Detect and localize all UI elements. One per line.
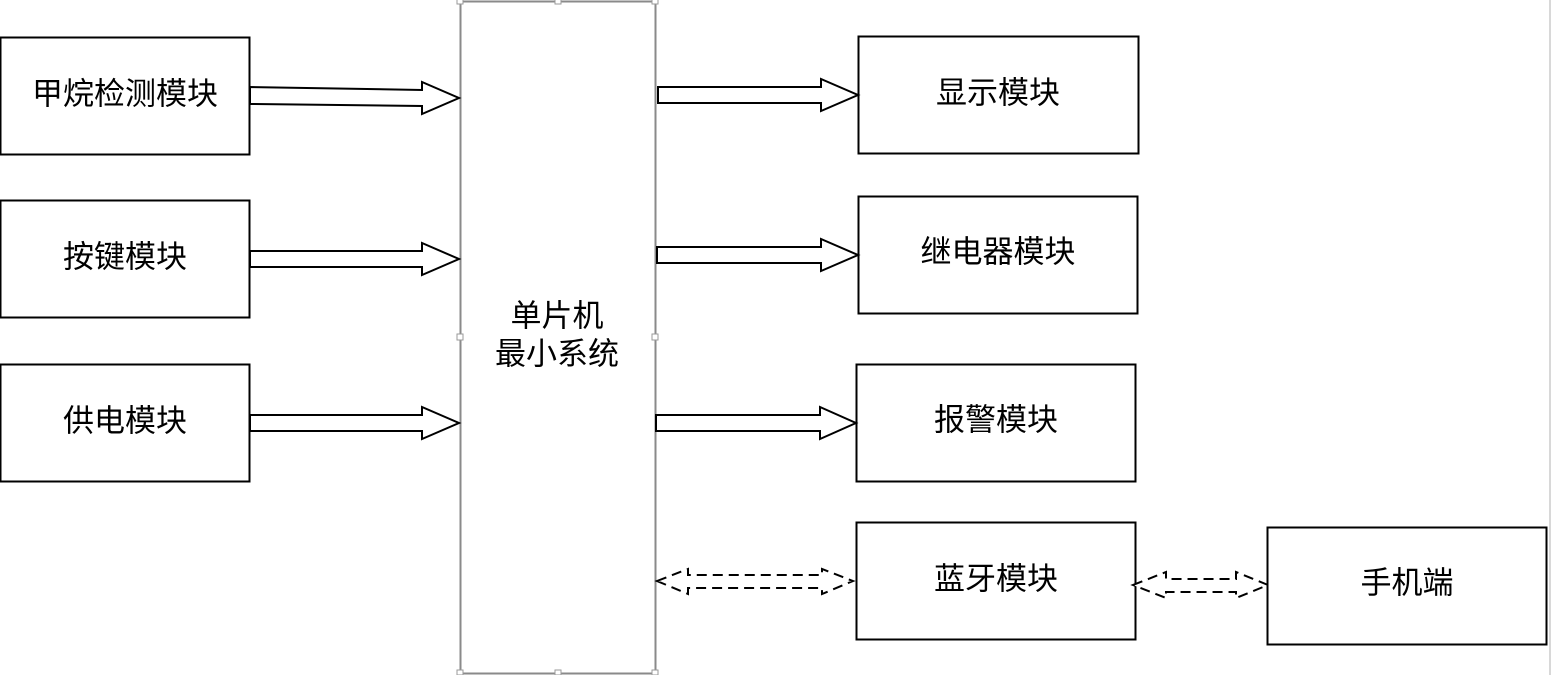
selection-handle (651, 669, 659, 675)
dashed-arrow-mcu-bluetooth (654, 567, 856, 596)
arrow-mcu-to-alarm (655, 405, 859, 441)
mcu-minimum-system: 单片机 最小系统 (456, 0, 659, 675)
selection-handle (651, 333, 659, 341)
selection-handle (651, 0, 659, 5)
selection-handle (456, 0, 464, 5)
keypad-module-label: 按键模块 (63, 240, 187, 276)
methane-detection-module: 甲烷检测模块 (0, 36, 251, 156)
relay-module: 继电器模块 (857, 195, 1139, 315)
mcu-label-line2: 最小系统 (495, 337, 619, 373)
display-module-label: 显示模块 (936, 76, 1060, 112)
keypad-module: 按键模块 (0, 199, 251, 319)
power-supply-module: 供电模块 (0, 363, 251, 483)
alarm-module: 报警模块 (855, 363, 1137, 483)
mobile-phone-label: 手机端 (1361, 566, 1454, 602)
arrow-mcu-to-display (657, 77, 861, 113)
arrow-methane-to-mcu (249, 80, 462, 116)
power-supply-module-label: 供电模块 (63, 404, 187, 440)
alarm-module-label: 报警模块 (934, 403, 1058, 439)
selection-handle (456, 669, 464, 675)
bluetooth-module: 蓝牙模块 (855, 521, 1137, 641)
arrow-mcu-to-relay (656, 237, 861, 273)
selection-handle (554, 669, 562, 675)
arrow-power-to-mcu (249, 405, 462, 441)
arrow-keypad-to-mcu (249, 241, 462, 277)
mcu-label-line1: 单片机 (511, 299, 604, 335)
relay-module-label: 继电器模块 (921, 235, 1076, 271)
display-module: 显示模块 (857, 35, 1140, 155)
dashed-arrow-bluetooth-phone (1130, 570, 1271, 600)
selection-handle (456, 333, 464, 341)
methane-detection-module-label: 甲烷检测模块 (32, 77, 218, 113)
selection-handle (554, 0, 562, 5)
bluetooth-module-label: 蓝牙模块 (934, 562, 1058, 598)
mobile-phone-node: 手机端 (1266, 526, 1548, 646)
